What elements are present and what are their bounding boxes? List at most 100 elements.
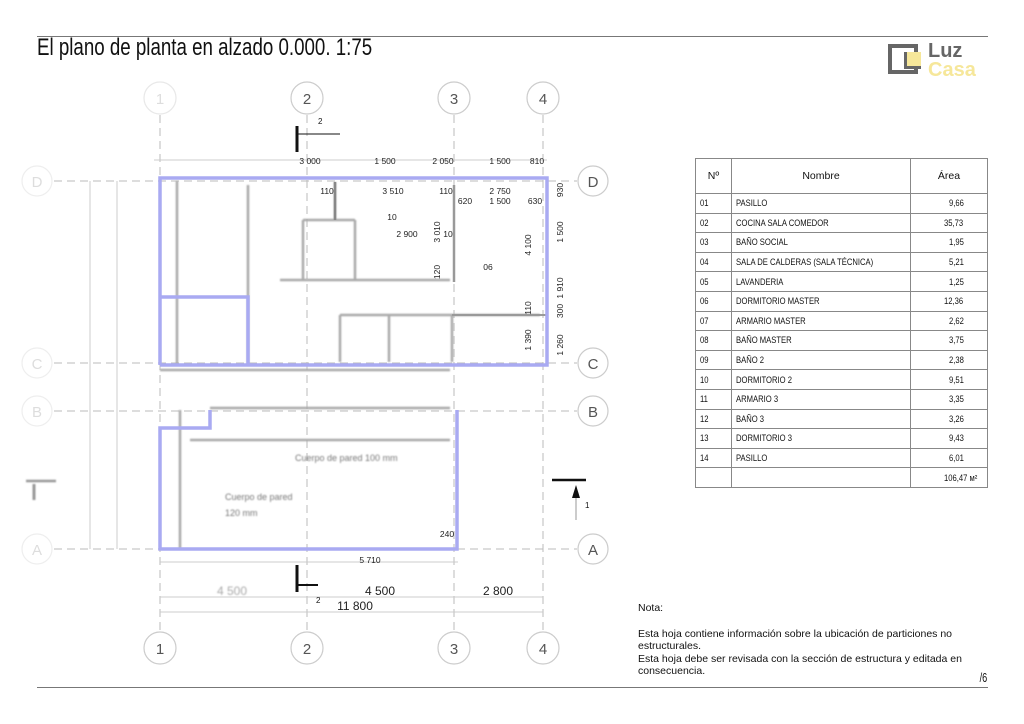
svg-text:2 750: 2 750 bbox=[489, 186, 511, 196]
cell-name: PASILLO bbox=[731, 447, 911, 469]
svg-text:1 910: 1 910 bbox=[555, 277, 565, 299]
cell-name: ARMARIO 3 bbox=[731, 388, 911, 410]
cell-name: BAÑO MASTER bbox=[731, 330, 911, 351]
cell-name: DORMITORIO 2 bbox=[731, 369, 911, 390]
svg-text:1 500: 1 500 bbox=[489, 156, 511, 166]
wall-notes: Cuerpo de pared 100 mm Cuerpo de pared 1… bbox=[225, 453, 398, 518]
cell-name: BAÑO 2 bbox=[731, 349, 911, 371]
svg-text:2 800: 2 800 bbox=[483, 584, 513, 598]
svg-text:2 900: 2 900 bbox=[396, 229, 418, 239]
svg-text:930: 930 bbox=[555, 183, 565, 197]
svg-text:240: 240 bbox=[440, 529, 454, 539]
cell-name: PASILLO bbox=[731, 193, 911, 214]
cell-number: 10 bbox=[695, 369, 732, 390]
note-line-2: Esta hoja debe ser revisada con la secci… bbox=[638, 652, 962, 678]
cell-area: 35,73 bbox=[910, 212, 988, 234]
grid-bubble-3-bottom: 3 bbox=[437, 631, 471, 665]
logo: Luz Casa bbox=[888, 40, 988, 84]
grid-bubble-D-right: D bbox=[577, 165, 609, 197]
svg-text:3: 3 bbox=[450, 91, 458, 108]
svg-text:2 050: 2 050 bbox=[432, 156, 454, 166]
cell-number: 07 bbox=[695, 310, 732, 332]
svg-text:4 500: 4 500 bbox=[217, 584, 247, 598]
cell-area: 9,43 bbox=[910, 428, 988, 449]
svg-text:630: 630 bbox=[528, 196, 542, 206]
cell-area: 3,26 bbox=[910, 408, 988, 430]
svg-text:1 500: 1 500 bbox=[489, 196, 511, 206]
col-header-area: Área bbox=[910, 158, 988, 194]
svg-text:1 390: 1 390 bbox=[523, 329, 533, 351]
cell-number: 13 bbox=[695, 428, 732, 449]
svg-text:C: C bbox=[588, 356, 599, 373]
grid-bubble-B-left: B bbox=[21, 395, 53, 427]
svg-text:120: 120 bbox=[432, 265, 442, 279]
cell-area: 6,01 bbox=[910, 447, 988, 469]
grid-bubble-4-bottom: 4 bbox=[526, 631, 560, 665]
svg-text:2: 2 bbox=[316, 596, 321, 605]
svg-text:4: 4 bbox=[539, 91, 547, 108]
svg-text:4 500: 4 500 bbox=[365, 584, 395, 598]
logo-mark-icon bbox=[888, 44, 921, 74]
grid-bubble-A-right: A bbox=[577, 533, 609, 565]
col-header-number: Nº bbox=[695, 158, 732, 194]
svg-text:A: A bbox=[588, 542, 598, 559]
svg-text:110: 110 bbox=[439, 186, 453, 196]
logo-text-casa: Casa bbox=[928, 59, 976, 81]
section-marker-2-bottom: 2 bbox=[295, 565, 321, 605]
svg-text:4 100: 4 100 bbox=[523, 234, 533, 256]
section-marker-1-left bbox=[26, 479, 56, 500]
svg-text:06: 06 bbox=[483, 262, 493, 272]
grid-bubble-2-bottom: 2 bbox=[290, 631, 324, 665]
main-dimension-labels: 4 500 4 500 2 800 11 800 bbox=[217, 584, 513, 613]
cell-number: 03 bbox=[695, 232, 732, 253]
total-area: 106,47 м² bbox=[910, 467, 988, 488]
logo-text-luz: Luz bbox=[928, 40, 963, 62]
cell-name: BAÑO SOCIAL bbox=[731, 232, 911, 253]
svg-text:3 510: 3 510 bbox=[382, 186, 404, 196]
cell-number: 08 bbox=[695, 330, 732, 351]
svg-text:1 260: 1 260 bbox=[555, 334, 565, 356]
grid-bubble-3-top: 3 bbox=[437, 81, 471, 115]
svg-text:120 mm: 120 mm bbox=[225, 508, 258, 518]
svg-text:A: A bbox=[32, 542, 42, 559]
svg-text:C: C bbox=[32, 356, 43, 373]
svg-text:4: 4 bbox=[539, 641, 547, 658]
svg-text:3: 3 bbox=[450, 641, 458, 658]
cell-area: 1,95 bbox=[910, 232, 988, 253]
grid-bubble-1-top: 1 bbox=[143, 81, 177, 115]
cell-name: DORMITORIO MASTER bbox=[731, 290, 911, 312]
svg-text:2: 2 bbox=[303, 641, 311, 658]
cell-number: 12 bbox=[695, 408, 732, 430]
cell-area: 5,21 bbox=[910, 251, 988, 273]
svg-text:110: 110 bbox=[523, 301, 533, 315]
dimension-labels: 3 000 1 500 2 050 1 500 810 110 3 510 11… bbox=[299, 156, 565, 565]
cell-number: 11 bbox=[695, 388, 732, 410]
svg-text:11 800: 11 800 bbox=[337, 599, 373, 613]
cell-number: 14 bbox=[695, 447, 732, 469]
svg-text:1 500: 1 500 bbox=[555, 221, 565, 243]
cell-area: 3,35 bbox=[910, 388, 988, 410]
cell-number: 09 bbox=[695, 349, 732, 371]
table-total-row: 106,47 м² bbox=[695, 467, 988, 488]
svg-text:B: B bbox=[32, 404, 42, 421]
left-dimension-lines bbox=[89, 159, 547, 613]
svg-text:D: D bbox=[32, 174, 43, 191]
grid-bubble-D-left: D bbox=[21, 165, 53, 197]
cell-number: 04 bbox=[695, 251, 732, 273]
note-title: Nota: bbox=[638, 602, 664, 614]
cell-area: 9,51 bbox=[910, 369, 988, 390]
grid-bubble-A-left: A bbox=[21, 533, 53, 565]
svg-text:3 000: 3 000 bbox=[299, 156, 321, 166]
cell-name: SALA DE CALDERAS (SALA TÉCNICA) bbox=[731, 251, 911, 273]
bottom-rule bbox=[37, 687, 988, 688]
